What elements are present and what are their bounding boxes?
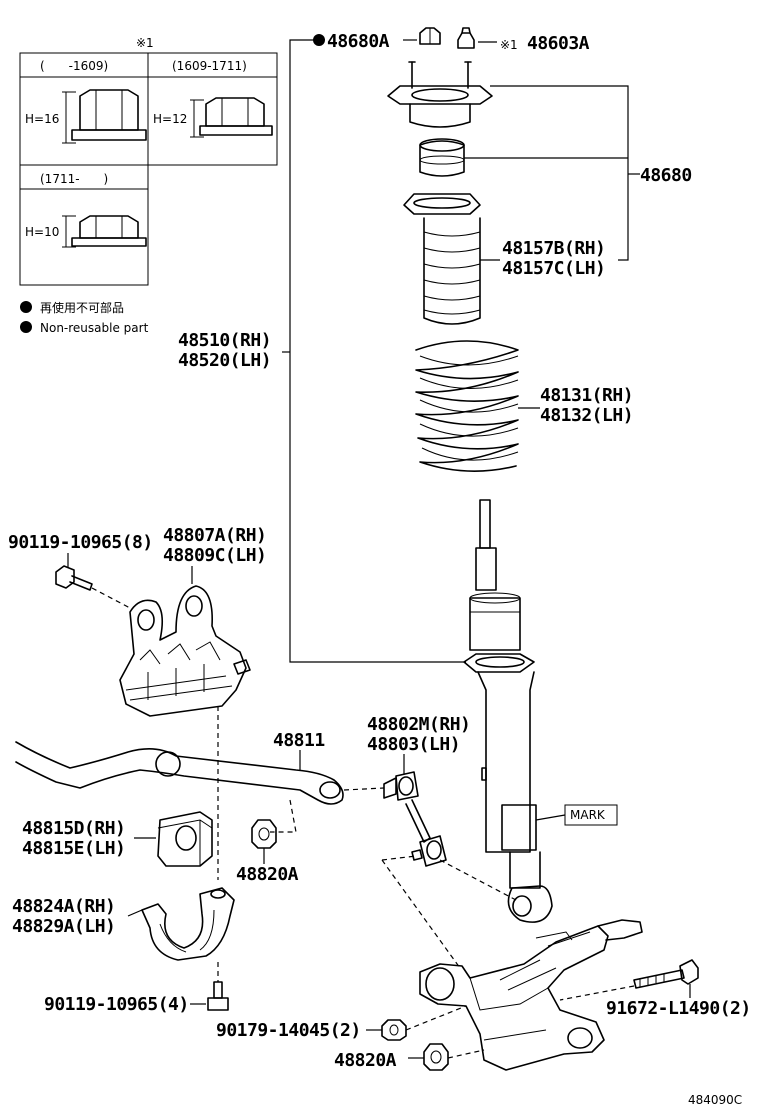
coil-spring	[415, 340, 519, 472]
label-48680: 48680	[640, 165, 692, 186]
label-90179: 90179-14045(2)	[216, 1020, 361, 1041]
legend-english: Non-reusable part	[40, 321, 149, 335]
stabilizer-link	[383, 771, 447, 867]
spring-bumper-boot	[403, 193, 481, 325]
label-48809C: 48809C(LH)	[163, 545, 266, 566]
label-48680A: 48680A	[327, 31, 390, 52]
bolt-90119-bottom-icon	[207, 981, 229, 1011]
flange-nut-h10-icon	[62, 215, 147, 248]
label-48157B: 48157B(RH)	[502, 238, 605, 259]
height-16-label: H=16	[25, 112, 59, 126]
non-reusable-dot-icon	[20, 301, 32, 313]
label-48603A-marker: ※1	[500, 38, 518, 52]
flange-nut-h16-icon	[62, 89, 147, 144]
nut-48820A-icon	[251, 819, 277, 849]
label-48132: 48132(LH)	[540, 405, 633, 426]
label-90119-bottom: 90119-10965(4)	[44, 994, 189, 1015]
nut-48820A-lower-icon	[423, 1043, 449, 1071]
table-marker: ※1	[136, 36, 154, 50]
label-48603A: 48603A	[527, 33, 590, 54]
label-48803: 48803(LH)	[367, 734, 460, 755]
label-48520: 48520(LH)	[178, 350, 271, 371]
diagram-id: 484090C	[688, 1093, 742, 1107]
legend: 再使用不可部品 Non-reusable part	[20, 300, 149, 335]
label-48510: 48510(RH)	[178, 330, 271, 351]
lower-arm	[419, 919, 643, 1071]
nut-48680A-icon	[419, 27, 441, 45]
stabilizer-bar	[15, 741, 344, 805]
legend-japanese: 再使用不可部品	[40, 300, 124, 315]
label-90119-top: 90119-10965(8)	[8, 532, 153, 553]
label-48820A-upper: 48820A	[236, 864, 299, 885]
bolt-91672-icon	[633, 959, 699, 989]
nut-90179-icon	[381, 1019, 407, 1041]
label-48824A: 48824A(RH)	[12, 896, 115, 917]
label-48820A-lower: 48820A	[334, 1050, 397, 1071]
bound-stopper	[419, 138, 465, 177]
stabilizer-bushing	[157, 811, 213, 867]
label-48815E: 48815E(LH)	[22, 838, 125, 859]
stabilizer-bracket	[119, 585, 251, 717]
nut-height-table: ※1 ( -1609) (1609-1711) (1711- ) H=16 H=…	[19, 36, 278, 286]
label-48811: 48811	[273, 730, 325, 751]
flange-nut-h12-icon	[190, 97, 273, 138]
label-48131: 48131(RH)	[540, 385, 633, 406]
col-header-3: (1711- )	[40, 172, 108, 186]
nut-48603A-icon	[457, 27, 475, 49]
label-48802M: 48802M(RH)	[367, 714, 470, 735]
label-91672: 91672-L1490(2)	[606, 998, 751, 1019]
label-mark: MARK	[570, 808, 606, 822]
non-reusable-dot-icon	[20, 321, 32, 333]
bolt-90119-top-icon	[55, 565, 93, 591]
label-48157C: 48157C(LH)	[502, 258, 605, 279]
label-48815D: 48815D(RH)	[22, 818, 125, 839]
shock-absorber-strut	[463, 499, 553, 923]
height-12-label: H=12	[153, 112, 187, 126]
non-reusable-dot-icon	[313, 34, 325, 46]
label-48829A: 48829A(LH)	[12, 916, 115, 937]
col-header-2: (1609-1711)	[172, 59, 247, 73]
stabilizer-bushing-bracket	[141, 887, 235, 961]
col-header-1: ( -1609)	[40, 59, 108, 73]
upper-support-mount	[387, 61, 493, 128]
height-10-label: H=10	[25, 225, 59, 239]
label-48807A: 48807A(RH)	[163, 525, 266, 546]
